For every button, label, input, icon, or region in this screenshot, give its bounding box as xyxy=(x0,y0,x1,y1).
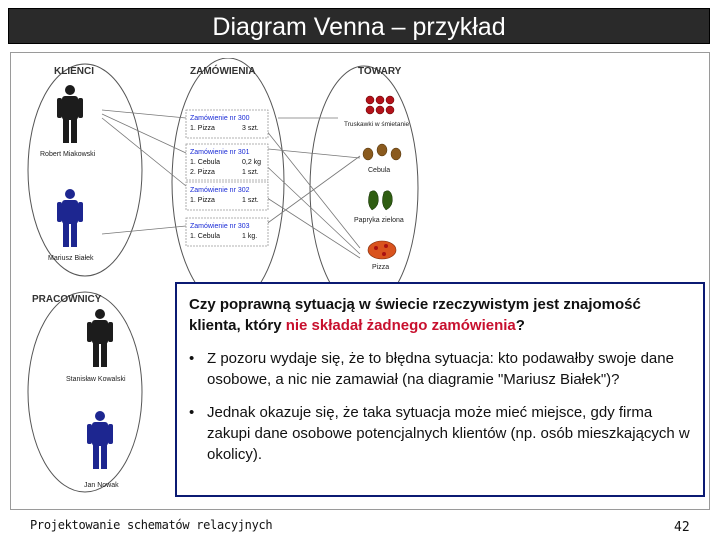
order-line-qty: 1 szt. xyxy=(242,169,259,176)
bullet-text: Jednak okazuje się, że taka sytuacja moż… xyxy=(207,404,690,463)
bullet-text: Z pozoru wydaje się, że to błędna sytuac… xyxy=(207,350,674,388)
slide-title: Diagram Venna – przykład xyxy=(212,13,506,41)
relation-line xyxy=(101,109,187,119)
pizza-icon xyxy=(367,240,397,260)
order-300: Zamówienie nr 300 1. Pizza 3 szt. xyxy=(185,109,269,139)
order-301: Zamówienie nr 301 1. Cebula 0,2 kg 2. Pi… xyxy=(185,143,269,181)
relation-line xyxy=(257,147,361,159)
person-robert-icon xyxy=(57,85,83,143)
order-header: Zamówienie nr 302 xyxy=(190,187,250,194)
product-pepper-label: Papryka zielona xyxy=(354,217,404,224)
person-stanislaw-icon xyxy=(87,309,113,367)
relation-line xyxy=(101,225,187,235)
person-stanislaw-label: Stanisław Kowalski xyxy=(66,376,126,383)
bullet-dot-icon: • xyxy=(189,404,195,421)
product-pizza-label: Pizza xyxy=(372,264,389,271)
title-bar: Diagram Venna – przykład xyxy=(8,8,710,44)
pepper-icon xyxy=(368,190,393,211)
order-line-qty: 1 kg. xyxy=(242,233,257,240)
relation-line xyxy=(257,119,361,249)
clients-set-label: KLIENCI xyxy=(54,66,94,77)
order-header: Zamówienie nr 303 xyxy=(190,223,250,230)
order-303: Zamówienie nr 303 1. Cebula 1 kg. xyxy=(185,217,269,247)
order-302: Zamówienie nr 302 1. Pizza 1 szt. xyxy=(185,181,269,211)
order-line-item: 1. Cebula xyxy=(190,159,220,166)
callout-bullet: • Z pozoru wydaje się, że to błędna sytu… xyxy=(189,348,691,390)
order-line-item: 1. Pizza xyxy=(190,197,215,204)
product-tomatoes-label: Truskawki w śmietanie xyxy=(344,121,410,128)
tomatoes-icon xyxy=(365,95,395,115)
orders-set-label: ZAMÓWIENIA xyxy=(190,64,256,77)
relation-lines xyxy=(101,109,361,259)
order-header: Zamówienie nr 301 xyxy=(190,149,250,156)
order-line-qty: 0,2 kg xyxy=(242,159,261,166)
person-mariusz-icon xyxy=(57,189,83,247)
callout-question: Czy poprawną sytuacją w świecie rzeczywi… xyxy=(189,294,691,336)
person-jan-icon xyxy=(87,411,113,469)
order-line-qty: 1 szt. xyxy=(242,197,259,204)
order-line-item: 1. Cebula xyxy=(190,233,220,240)
products-set-label: TOWARY xyxy=(358,66,402,77)
product-onion-label: Cebula xyxy=(368,167,390,174)
relation-line xyxy=(101,117,187,187)
order-line-item: 1. Pizza xyxy=(190,125,215,132)
person-mariusz-label: Mariusz Białek xyxy=(48,255,94,262)
order-line-item: 2. Pizza xyxy=(190,169,215,176)
relation-line xyxy=(257,191,361,259)
order-line-qty: 3 szt. xyxy=(242,125,259,132)
footer-course-title: Projektowanie schematów relacyjnych xyxy=(30,518,273,532)
venn-diagram: KLIENCI ZAMÓWIENIA TOWARY PRACOWNICY Rob xyxy=(27,58,419,493)
onion-icon xyxy=(362,143,402,161)
bullet-dot-icon: • xyxy=(189,350,195,367)
callout-bullet: • Jednak okazuje się, że taka sytuacja m… xyxy=(189,402,691,465)
explanation-callout: Czy poprawną sytuacją w świecie rzeczywi… xyxy=(175,282,705,497)
relation-line xyxy=(101,113,187,154)
order-header: Zamówienie nr 300 xyxy=(190,115,250,122)
question-text-start: Czy poprawną sytuacją w świecie rzeczywi… xyxy=(189,296,641,334)
question-text-end: ? xyxy=(515,317,525,334)
employees-set-ellipse xyxy=(27,291,143,493)
employees-set-label: PRACOWNICY xyxy=(32,294,102,305)
person-jan-label: Jan Nowak xyxy=(84,482,119,489)
clients-set-ellipse xyxy=(27,63,143,277)
relation-line xyxy=(257,157,361,255)
page-number: 42 xyxy=(674,520,690,535)
products-set-ellipse xyxy=(309,65,419,311)
question-highlight: nie składał żadnego zamówienia xyxy=(285,317,516,334)
slide-frame xyxy=(10,52,710,510)
relation-line xyxy=(257,155,361,231)
person-robert-label: Robert Miakowski xyxy=(40,151,96,158)
